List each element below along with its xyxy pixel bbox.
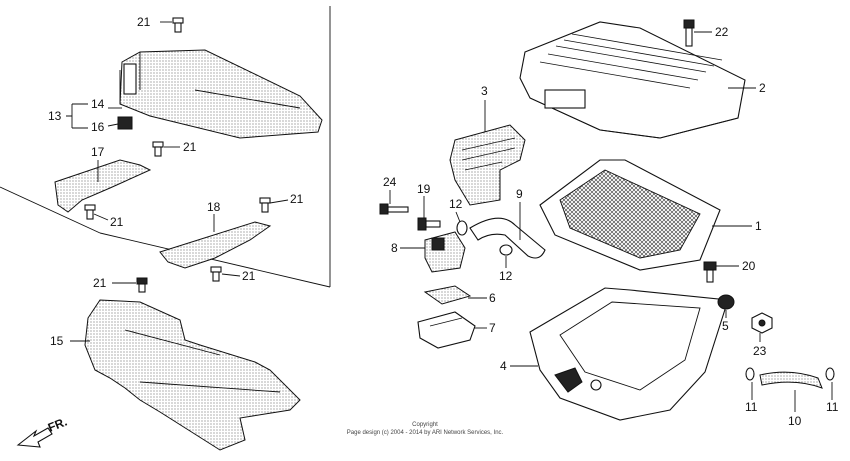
callout-19: 19 [417, 182, 431, 196]
front-marker-label: FR. [46, 415, 69, 435]
callout-21f: 21 [93, 276, 107, 290]
callout-21c: 21 [110, 215, 124, 229]
callout-11a: 11 [745, 400, 758, 414]
callout-20: 20 [742, 259, 756, 273]
part-16-clip [117, 116, 133, 130]
callout-14: 14 [91, 97, 105, 111]
footer-copyright: Copyright [412, 422, 438, 428]
callout-15: 15 [50, 334, 64, 348]
bolt-24 [379, 203, 409, 215]
part-17-bracket [54, 159, 152, 213]
bolt-19 [417, 217, 441, 231]
callout-11b: 11 [826, 400, 839, 414]
part-12-clamps [456, 220, 513, 256]
part-3-duct [449, 124, 526, 206]
callout-21a: 21 [137, 15, 151, 29]
part-1-element [539, 159, 721, 271]
callout-18: 18 [207, 200, 221, 214]
nut-23 [751, 312, 773, 334]
part-6-gasket [423, 285, 472, 305]
callout-labels: 1 2 3 4 5 6 7 8 9 10 11 11 12 12 13 14 1… [46, 15, 839, 435]
front-arrow-icon [16, 427, 53, 448]
callout-23: 23 [753, 344, 767, 358]
part-5-grommet [717, 294, 735, 310]
callout-8: 8 [391, 241, 398, 255]
callout-22: 22 [715, 25, 729, 39]
callout-4: 4 [500, 359, 507, 373]
part-10-hose [759, 371, 823, 389]
callout-21e: 21 [242, 269, 256, 283]
bolt-21-group [84, 17, 271, 293]
callout-17: 17 [91, 145, 105, 159]
leader-lines [66, 21, 833, 412]
callout-7: 7 [489, 321, 496, 335]
callout-3: 3 [481, 84, 488, 98]
callout-21d: 21 [290, 192, 304, 206]
callout-5: 5 [722, 319, 729, 333]
part-2-upper-case [519, 21, 746, 139]
inset-frame [0, 6, 331, 288]
callout-10: 10 [788, 414, 802, 428]
part-11-clamps [745, 367, 835, 381]
callout-2: 2 [759, 81, 766, 95]
part-14-cover [119, 49, 323, 139]
callout-9: 9 [516, 187, 523, 201]
callout-16: 16 [91, 120, 105, 134]
callout-24: 24 [383, 175, 397, 189]
callout-6: 6 [489, 291, 496, 305]
callout-1: 1 [755, 219, 762, 233]
part-7-holder [417, 311, 476, 349]
part-9-hose [469, 217, 546, 259]
part-8-sensor [424, 231, 466, 273]
callout-12b: 12 [499, 269, 513, 283]
part-15-cover [84, 299, 301, 451]
part-18-bracket [159, 221, 272, 269]
callout-12a: 12 [449, 197, 463, 211]
bolt-20 [703, 261, 717, 283]
part-4-lower-case [529, 287, 729, 421]
callout-21b: 21 [183, 140, 197, 154]
bolt-22 [683, 19, 695, 47]
footer-page-design: Page design (c) 2004 - 2014 by ARI Netwo… [346, 430, 504, 436]
callout-13: 13 [48, 109, 62, 123]
